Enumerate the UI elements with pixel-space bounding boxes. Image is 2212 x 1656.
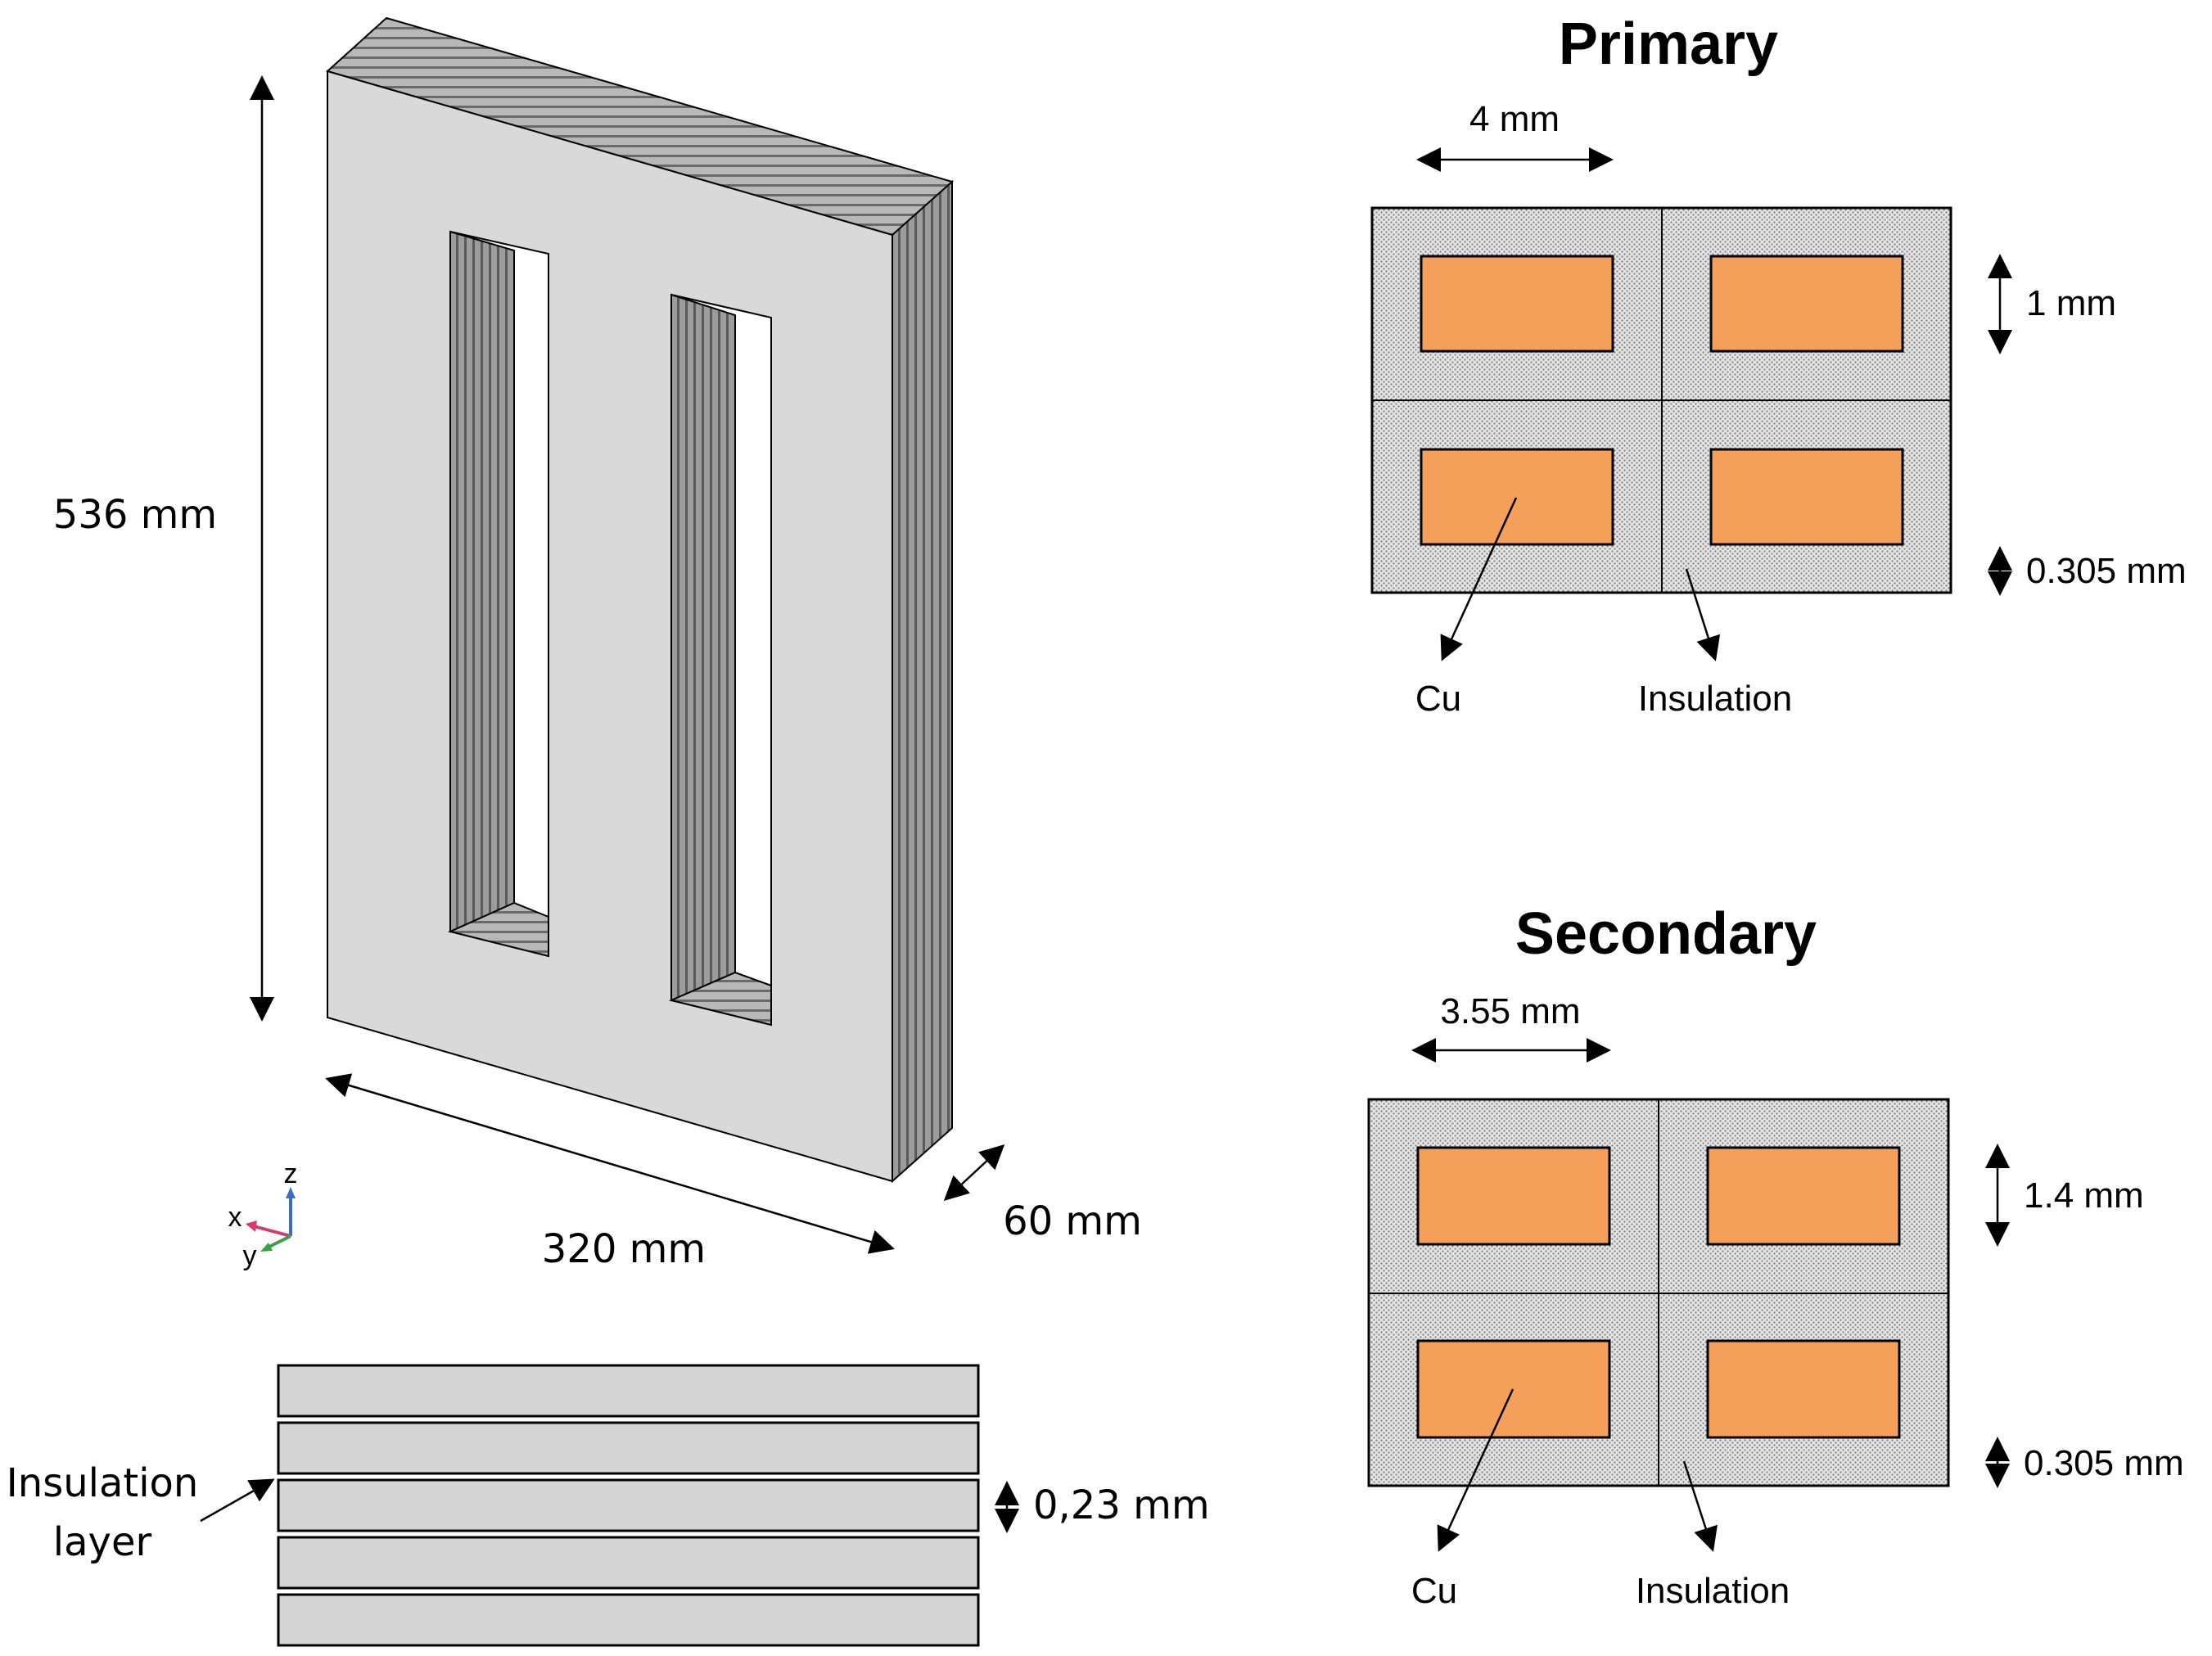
secondary-insulation-label: Insulation bbox=[1636, 1571, 1790, 1611]
core-width-arrow bbox=[325, 1073, 895, 1254]
core-front-face bbox=[327, 70, 893, 1183]
insulation-layer-pointer bbox=[200, 1478, 275, 1523]
lamination-sheet bbox=[277, 1593, 980, 1647]
lamination-sheet bbox=[277, 1421, 980, 1475]
secondary-gap-label: 0.305 mm bbox=[2024, 1443, 2184, 1483]
primary-title: Primary bbox=[1559, 11, 1778, 77]
lamination-sheet bbox=[277, 1536, 980, 1590]
secondary-title: Secondary bbox=[1515, 901, 1817, 967]
lamination-thickness-label: 0,23 mm bbox=[1033, 1482, 1210, 1528]
primary-width-label: 4 mm bbox=[1469, 99, 1560, 139]
insulation-layer-label-1: Insulation bbox=[7, 1460, 199, 1506]
primary-insulation-pointer bbox=[1685, 568, 1721, 661]
transformer-core: 536 mm 320 mm 60 mm bbox=[53, 16, 1142, 1272]
secondary-copper-conductor bbox=[1706, 1339, 1901, 1439]
primary-section: Primary 4 mm 1 mm 0.305 mm Cu Insulation bbox=[1370, 11, 2187, 719]
secondary-cu-label: Cu bbox=[1411, 1571, 1457, 1611]
primary-cu-pointer bbox=[1440, 497, 1518, 661]
axis-x-label: x bbox=[228, 1202, 242, 1233]
secondary-cu-pointer bbox=[1437, 1388, 1515, 1552]
core-window-right bbox=[668, 293, 772, 1027]
secondary-copper-conductor bbox=[1416, 1146, 1611, 1246]
core-height-label: 536 mm bbox=[53, 492, 217, 538]
lamination-sheet bbox=[277, 1478, 980, 1532]
secondary-copper-conductor bbox=[1706, 1146, 1901, 1246]
secondary-insulation-pointer bbox=[1682, 1460, 1718, 1552]
secondary-width-label: 3.55 mm bbox=[1440, 991, 1580, 1031]
primary-copper-conductor bbox=[1709, 255, 1904, 353]
secondary-section: Secondary 3.55 mm 1.4 mm 0.305 mm Cu Ins… bbox=[1367, 901, 2184, 1611]
lamination-sheet bbox=[277, 1364, 980, 1418]
insulation-layer-label-2: layer bbox=[53, 1519, 152, 1565]
core-depth-label: 60 mm bbox=[1003, 1198, 1142, 1244]
axis-y-label: y bbox=[243, 1240, 257, 1271]
primary-copper-conductor bbox=[1420, 255, 1614, 353]
primary-cu-label: Cu bbox=[1415, 679, 1461, 719]
secondary-copper-conductor bbox=[1416, 1339, 1611, 1439]
primary-insulation-label: Insulation bbox=[1638, 679, 1792, 719]
core-width-label: 320 mm bbox=[542, 1226, 706, 1272]
primary-copper-conductor bbox=[1709, 448, 1904, 546]
primary-copper-conductor bbox=[1420, 448, 1614, 546]
core-window-left bbox=[447, 230, 549, 958]
primary-height-label: 1 mm bbox=[2026, 283, 2116, 323]
core-side-face bbox=[892, 179, 953, 1184]
axis-z-label: z bbox=[284, 1158, 298, 1189]
axis-triad: z x y bbox=[228, 1158, 298, 1271]
secondary-height-label: 1.4 mm bbox=[2024, 1175, 2144, 1216]
primary-gap-label: 0.305 mm bbox=[2026, 551, 2187, 591]
lamination-stack: 0,23 mm Insulation layer bbox=[7, 1364, 1210, 1647]
core-depth-arrow bbox=[943, 1144, 1005, 1202]
